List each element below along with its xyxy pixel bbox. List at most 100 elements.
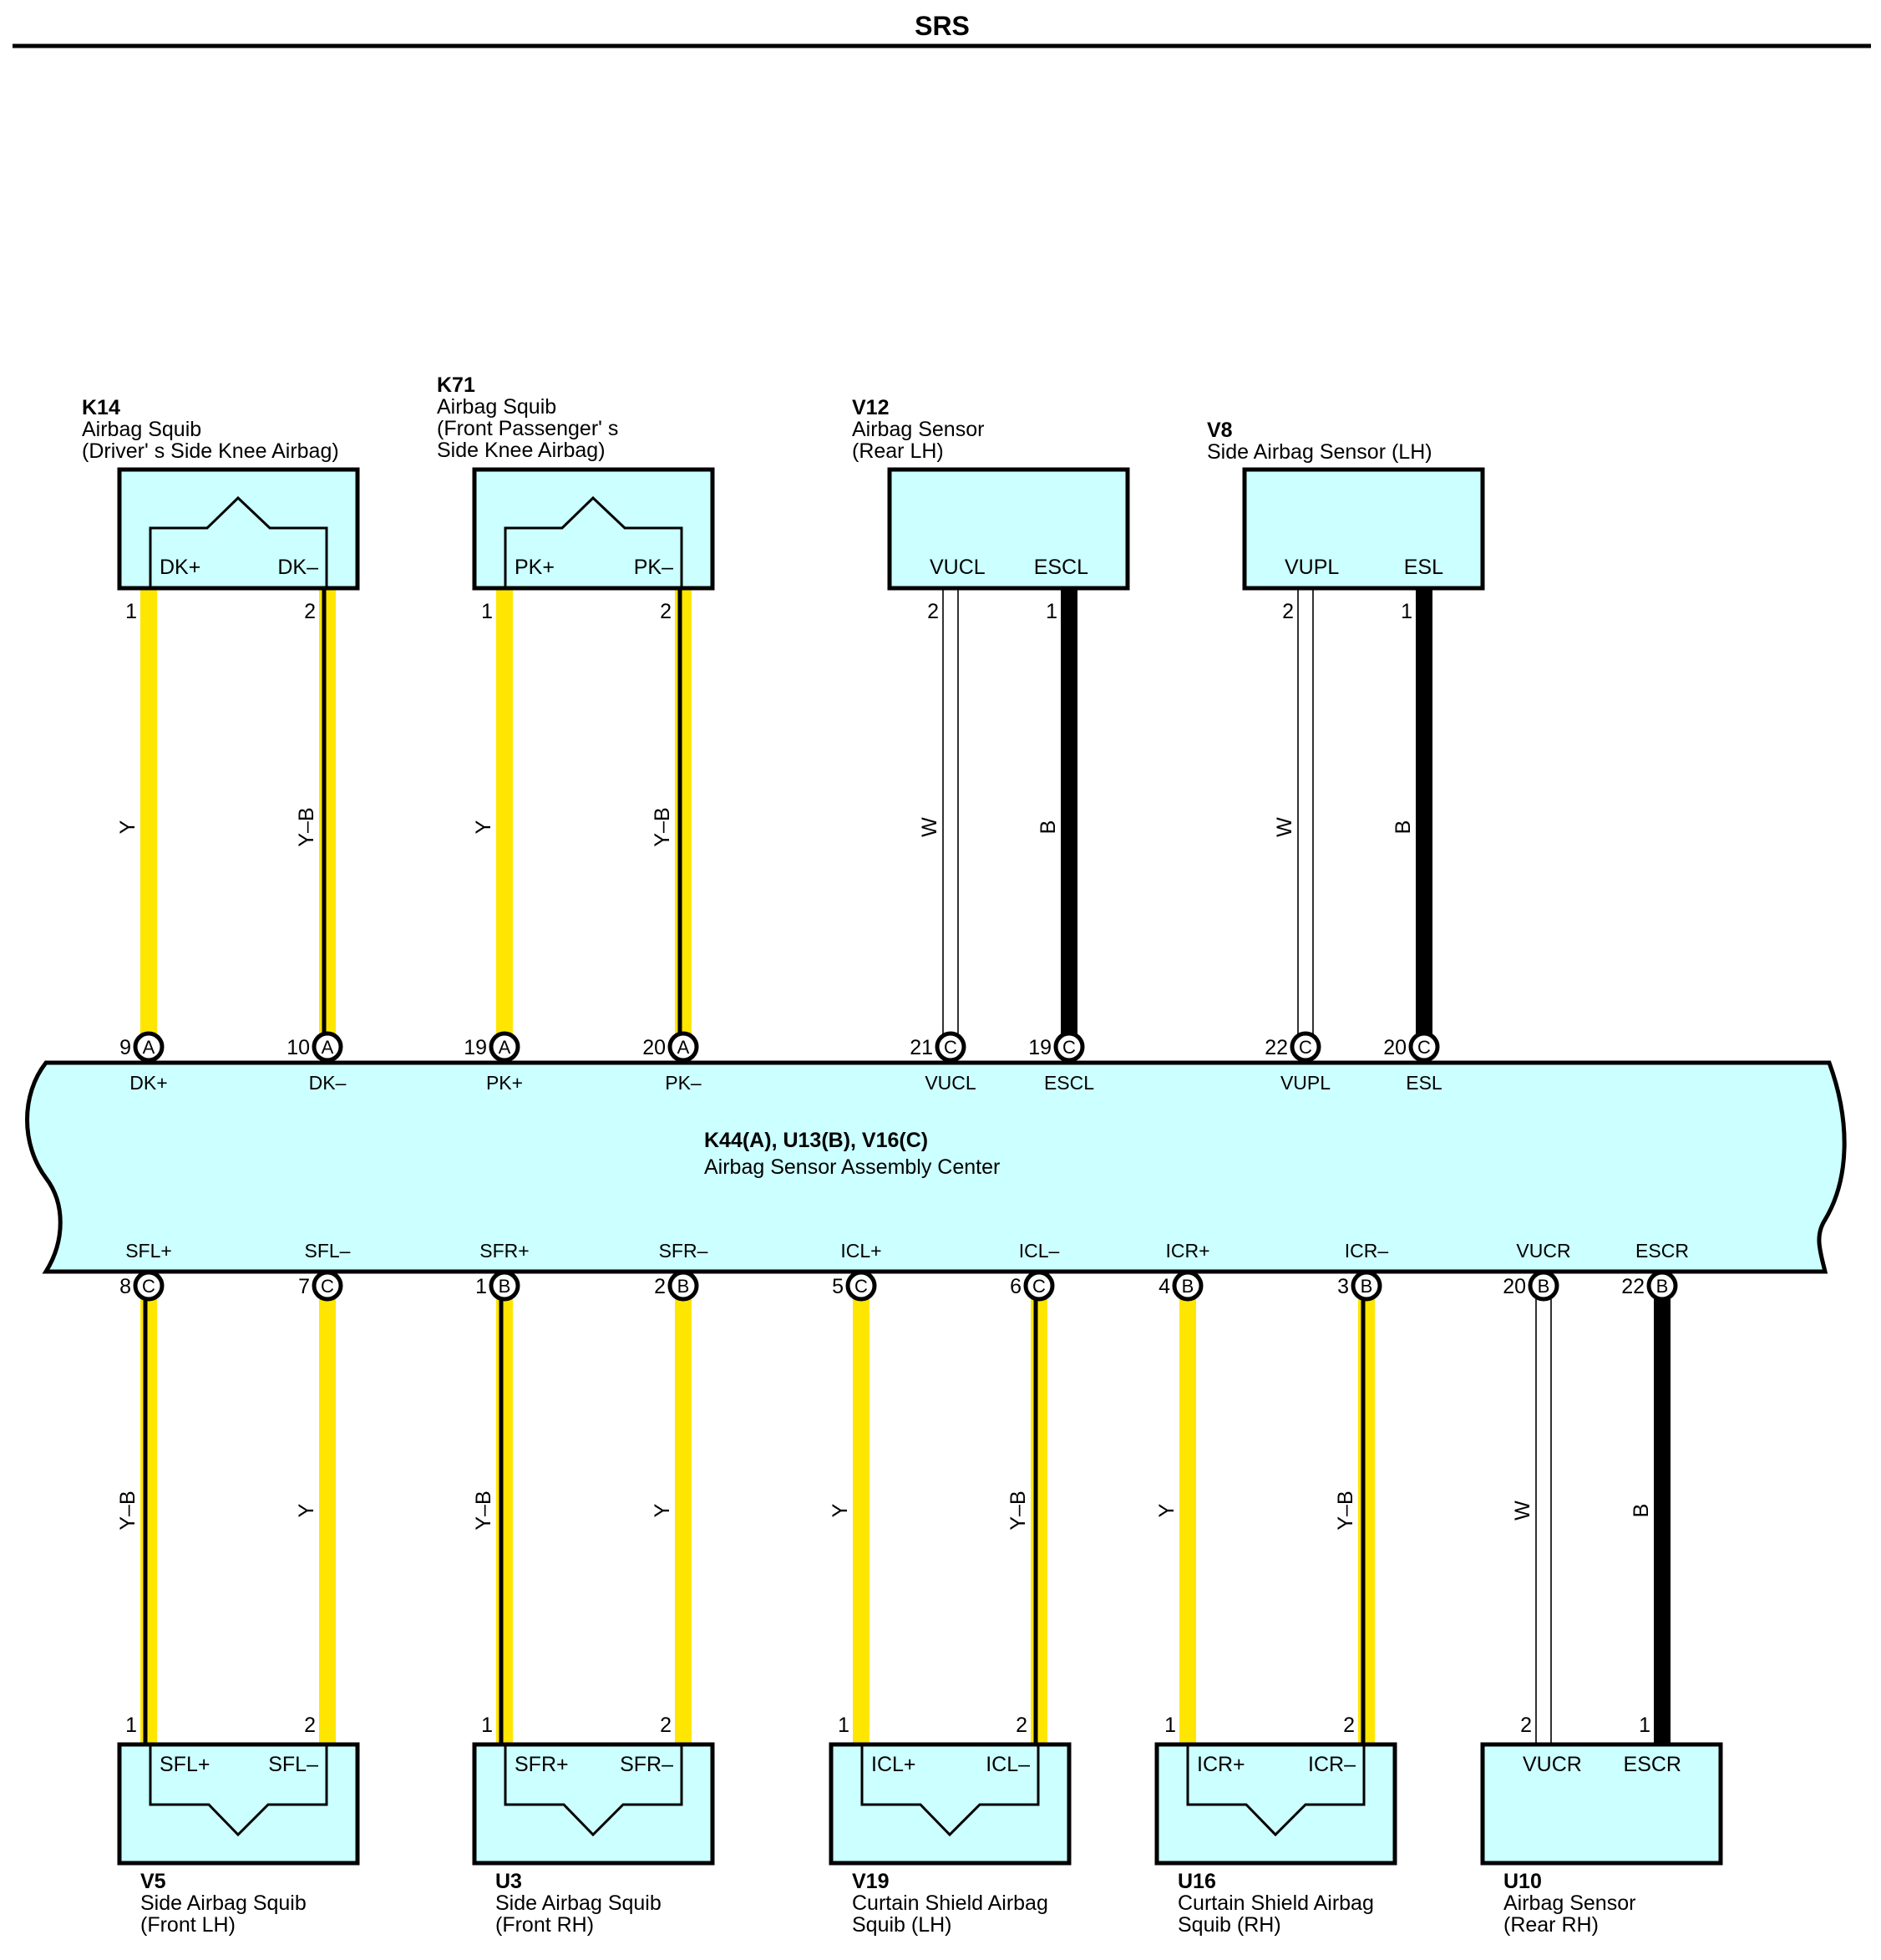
bottom-wire-8-ecu-pin: 3 — [1337, 1275, 1349, 1298]
top-wire-6-ecu-terminal: ESCL — [1044, 1072, 1094, 1094]
component-v12-box — [887, 467, 1130, 591]
top-wire-6-connector-letter: C — [1062, 1037, 1076, 1058]
component-v19-desc-line: Squib (LH) — [852, 1913, 952, 1937]
top-wire-8-component-pin: 1 — [1401, 600, 1412, 623]
top-wire-8-connector-letter: C — [1417, 1037, 1431, 1058]
component-u10-code: U10 — [1503, 1870, 1542, 1893]
top-wire-3-connector-letter: A — [499, 1037, 511, 1058]
top-wire-2-connector-letter: A — [322, 1037, 334, 1058]
component-v12-right-terminal: ESCL — [1034, 556, 1088, 579]
component-v8-box — [1242, 467, 1485, 591]
bottom-wire-2-component-pin: 2 — [304, 1714, 316, 1737]
bottom-wire-7-connector-letter: B — [1182, 1276, 1194, 1297]
component-k14-left-terminal: DK+ — [160, 556, 200, 579]
bottom-wire-10-connector — [1646, 1270, 1678, 1302]
component-v19-code: V19 — [852, 1870, 889, 1893]
bottom-wire-7-connector — [1172, 1270, 1204, 1302]
bottom-wire-1-component-pin: 1 — [125, 1714, 137, 1737]
component-k14-desc-line: Airbag Squib — [82, 418, 201, 441]
component-v19-squib-symbol — [860, 1744, 1040, 1837]
bottom-wire-2-ecu-terminal: SFL– — [305, 1240, 351, 1262]
top-wire-6-component-pin: 1 — [1046, 600, 1057, 623]
bottom-wire-5-connector — [845, 1270, 877, 1302]
top-wire-4-ecu-pin: 20 — [642, 1036, 666, 1059]
top-wire-2-component-pin: 2 — [304, 600, 316, 623]
bottom-wire-3-color-label: Y–B — [472, 1490, 495, 1530]
bottom-wire-9-connector — [1528, 1270, 1559, 1302]
bottom-wire-4-component-pin: 2 — [660, 1714, 672, 1737]
component-u16-right-terminal: ICR– — [1308, 1753, 1356, 1776]
component-v5-desc-line: (Front LH) — [140, 1913, 236, 1937]
bottom-wire-4-ecu-terminal: SFR– — [659, 1240, 708, 1262]
top-wire-2-ecu-terminal: DK– — [309, 1072, 347, 1094]
component-u16-desc-line: Curtain Shield Airbag — [1178, 1891, 1374, 1915]
component-u16-desc-line: Squib (RH) — [1178, 1913, 1281, 1937]
bottom-wire-5-color-label: Y — [829, 1503, 852, 1517]
bottom-wire-6-ecu-pin: 6 — [1010, 1275, 1022, 1298]
component-k71-desc-line: (Front Passenger' s — [437, 417, 618, 440]
bottom-wire-3-connector — [489, 1270, 520, 1302]
bottom-wire-7-component-pin: 1 — [1164, 1714, 1176, 1737]
top-wire-1-component-pin: 1 — [125, 600, 137, 623]
top-wire-4-connector-letter: A — [677, 1037, 690, 1058]
wires: 1Y2Y–B1Y2Y–B2W1B2W1B1Y–B2Y1Y–B2Y1Y2Y–B1Y… — [116, 590, 1671, 1743]
component-u3-squib-symbol — [504, 1744, 683, 1837]
bottom-wire-4-ecu-pin: 2 — [654, 1275, 666, 1298]
top-wire-1-connector — [133, 1031, 165, 1063]
component-k71-squib-symbol — [504, 495, 683, 588]
component-v5-desc-line: Side Airbag Squib — [140, 1891, 307, 1915]
top-wire-1-ecu-terminal: DK+ — [129, 1072, 167, 1094]
bottom-wire-8-connector-letter: B — [1361, 1276, 1373, 1297]
component-u10-desc-line: (Rear RH) — [1503, 1913, 1599, 1937]
bottom-wire-5-component-pin: 1 — [838, 1714, 849, 1737]
component-k71-code: K71 — [437, 373, 475, 397]
top-wire-4-color-label: Y–B — [651, 807, 674, 846]
top-wire-2 — [319, 590, 336, 1034]
bottom-wire-9-color-label: W — [1511, 1500, 1534, 1521]
bottom-wire-9-ecu-pin: 20 — [1503, 1275, 1526, 1298]
component-v12-code: V12 — [852, 396, 889, 419]
component-u3-left-terminal: SFR+ — [515, 1753, 569, 1776]
component-u10-desc-line: Airbag Sensor — [1503, 1891, 1635, 1915]
bottom-wire-6-component-pin: 2 — [1016, 1714, 1027, 1737]
bottom-wire-7-color-label: Y — [1155, 1503, 1179, 1517]
bottom-wire-6 — [1031, 1299, 1047, 1743]
bottom-wire-6-ecu-terminal: ICL– — [1019, 1240, 1060, 1262]
page-title: SRS — [915, 11, 970, 41]
top-wire-6-connector — [1053, 1031, 1085, 1063]
top-wire-6-color-label: B — [1037, 820, 1060, 835]
top-wire-2-ecu-pin: 10 — [286, 1036, 310, 1059]
top-wire-7-connector-letter: C — [1299, 1037, 1312, 1058]
top-wire-8-ecu-pin: 20 — [1383, 1036, 1407, 1059]
top-wire-4-connector — [667, 1031, 699, 1063]
bottom-wire-5-ecu-terminal: ICL+ — [840, 1240, 881, 1262]
top-wire-1-connector-letter: A — [143, 1037, 155, 1058]
component-k71-right-terminal: PK– — [634, 556, 673, 579]
top-wire-8-ecu-terminal: ESL — [1406, 1072, 1442, 1094]
top-wire-4 — [675, 590, 692, 1034]
bottom-wire-1-ecu-pin: 8 — [119, 1275, 131, 1298]
bottom-wire-5-connector-letter: C — [854, 1276, 868, 1297]
top-wire-6-ecu-pin: 19 — [1028, 1036, 1052, 1059]
bottom-wire-9-component-pin: 2 — [1520, 1714, 1532, 1737]
component-k14-code: K14 — [82, 396, 120, 419]
top-wire-5-component-pin: 2 — [927, 600, 939, 623]
component-v19-left-terminal: ICL+ — [871, 1753, 916, 1776]
top-wire-8-color-label: B — [1392, 820, 1415, 835]
bottom-wire-10-color-label: B — [1630, 1504, 1653, 1518]
top-wire-8-connector — [1408, 1031, 1440, 1063]
component-u10-left-terminal: VUCR — [1523, 1753, 1582, 1776]
bottom-wire-10-component-pin: 1 — [1639, 1714, 1650, 1737]
top-wire-3-ecu-terminal: PK+ — [486, 1072, 523, 1094]
bottom-wire-10-connector-letter: B — [1656, 1276, 1669, 1297]
bottom-wire-4-color-label: Y — [651, 1503, 674, 1517]
component-u10-box — [1480, 1742, 1723, 1866]
top-wire-3-ecu-pin: 19 — [464, 1036, 487, 1059]
